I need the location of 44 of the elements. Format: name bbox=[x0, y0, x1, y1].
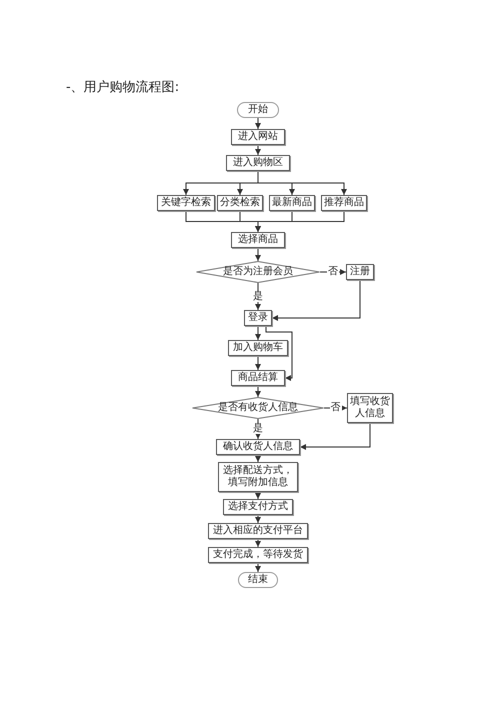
arrow bbox=[255, 356, 261, 370]
title: -、用户购物流程图: bbox=[66, 79, 180, 97]
edge-label: 否 bbox=[327, 267, 339, 277]
arrow bbox=[258, 170, 347, 196]
process-box: 支付完成，等待发货 bbox=[208, 547, 308, 563]
process-box: 推荐商品 bbox=[321, 195, 367, 211]
process-box: 选择商品 bbox=[231, 232, 285, 248]
arrow bbox=[324, 405, 348, 411]
arrow bbox=[300, 422, 370, 450]
process-box: 最新商品 bbox=[269, 195, 315, 211]
process-box: 选择支付方式 bbox=[223, 499, 293, 515]
decision-diamond bbox=[192, 397, 324, 419]
arrow bbox=[272, 280, 360, 321]
arrow bbox=[266, 326, 292, 381]
arrow bbox=[255, 386, 261, 398]
decision-label: 是否有收货人信息 bbox=[218, 403, 298, 413]
decision-diamond bbox=[196, 261, 320, 283]
arrow bbox=[255, 248, 261, 262]
edge-label: 否 bbox=[330, 403, 342, 413]
process-box: 选择配送方式，填写附加信息 bbox=[218, 462, 298, 492]
decision-label: 是否为注册会员 bbox=[223, 267, 293, 277]
process-box: 进入相应的支付平台 bbox=[208, 523, 308, 539]
process-box: 确认收货人信息 bbox=[216, 439, 300, 455]
arrow bbox=[255, 538, 261, 548]
arrow bbox=[255, 562, 261, 572]
edge-label: 是 bbox=[252, 424, 264, 434]
arrow bbox=[255, 326, 261, 340]
process-box: 填写收货人信息 bbox=[347, 393, 393, 423]
arrow bbox=[255, 144, 261, 156]
edge-label: 是 bbox=[252, 292, 264, 302]
process-box: 商品结算 bbox=[231, 370, 285, 386]
process-box: 进入网站 bbox=[231, 129, 285, 145]
process-box: 加入购物车 bbox=[228, 340, 288, 356]
arrow bbox=[255, 454, 261, 462]
arrow bbox=[255, 210, 344, 232]
process-box: 注册 bbox=[346, 264, 374, 280]
arrow bbox=[320, 269, 346, 275]
process-box: 进入购物区 bbox=[226, 155, 290, 171]
arrow bbox=[255, 514, 261, 524]
arrow bbox=[255, 118, 261, 130]
process-box: 关键字检索 bbox=[157, 195, 215, 211]
process-box: 分类检索 bbox=[217, 195, 263, 211]
arrow bbox=[255, 492, 261, 500]
process-box: 登录 bbox=[244, 310, 272, 326]
